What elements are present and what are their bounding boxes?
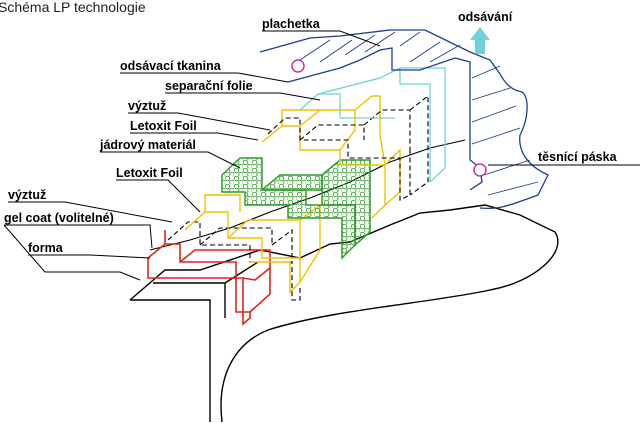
diagram-title: Schéma LP technologie	[0, 0, 146, 15]
vacuum-bag-plachetka	[259, 29, 549, 210]
vacuum-arrow	[470, 27, 490, 54]
gel-coat	[149, 139, 466, 251]
label-letoxit-foil-top: Letoxit Foil	[130, 119, 197, 133]
separation-foil	[299, 67, 446, 183]
label-separacni-folie: separační folie	[165, 79, 253, 93]
letoxit-foil-lower	[184, 194, 321, 294]
label-odsavaci-tkanina: odsávací tkanina	[120, 59, 222, 73]
gel-coat-layer	[147, 230, 271, 326]
label-vyztuz-bottom: výztuž	[8, 188, 46, 202]
leader-lines	[3, 30, 640, 281]
label-forma: forma	[28, 241, 64, 255]
label-letoxit-foil-bottom: Letoxit Foil	[116, 166, 183, 180]
seal-right-ring	[473, 163, 487, 177]
label-tesnici-paska: těsnící páska	[538, 150, 618, 164]
mold-forma	[129, 204, 559, 423]
seal-top-ring	[291, 59, 305, 73]
label-vyztuz-top: výztuž	[128, 99, 166, 113]
label-jadrovy-material: jádrový materiál	[99, 138, 196, 152]
label-gel-coat: gel coat (volitelné)	[4, 211, 114, 225]
label-odsavani: odsávání	[458, 10, 513, 24]
core-material	[221, 157, 371, 260]
reinforcement-lower	[167, 221, 301, 301]
label-plachetka: plachetka	[262, 17, 321, 31]
